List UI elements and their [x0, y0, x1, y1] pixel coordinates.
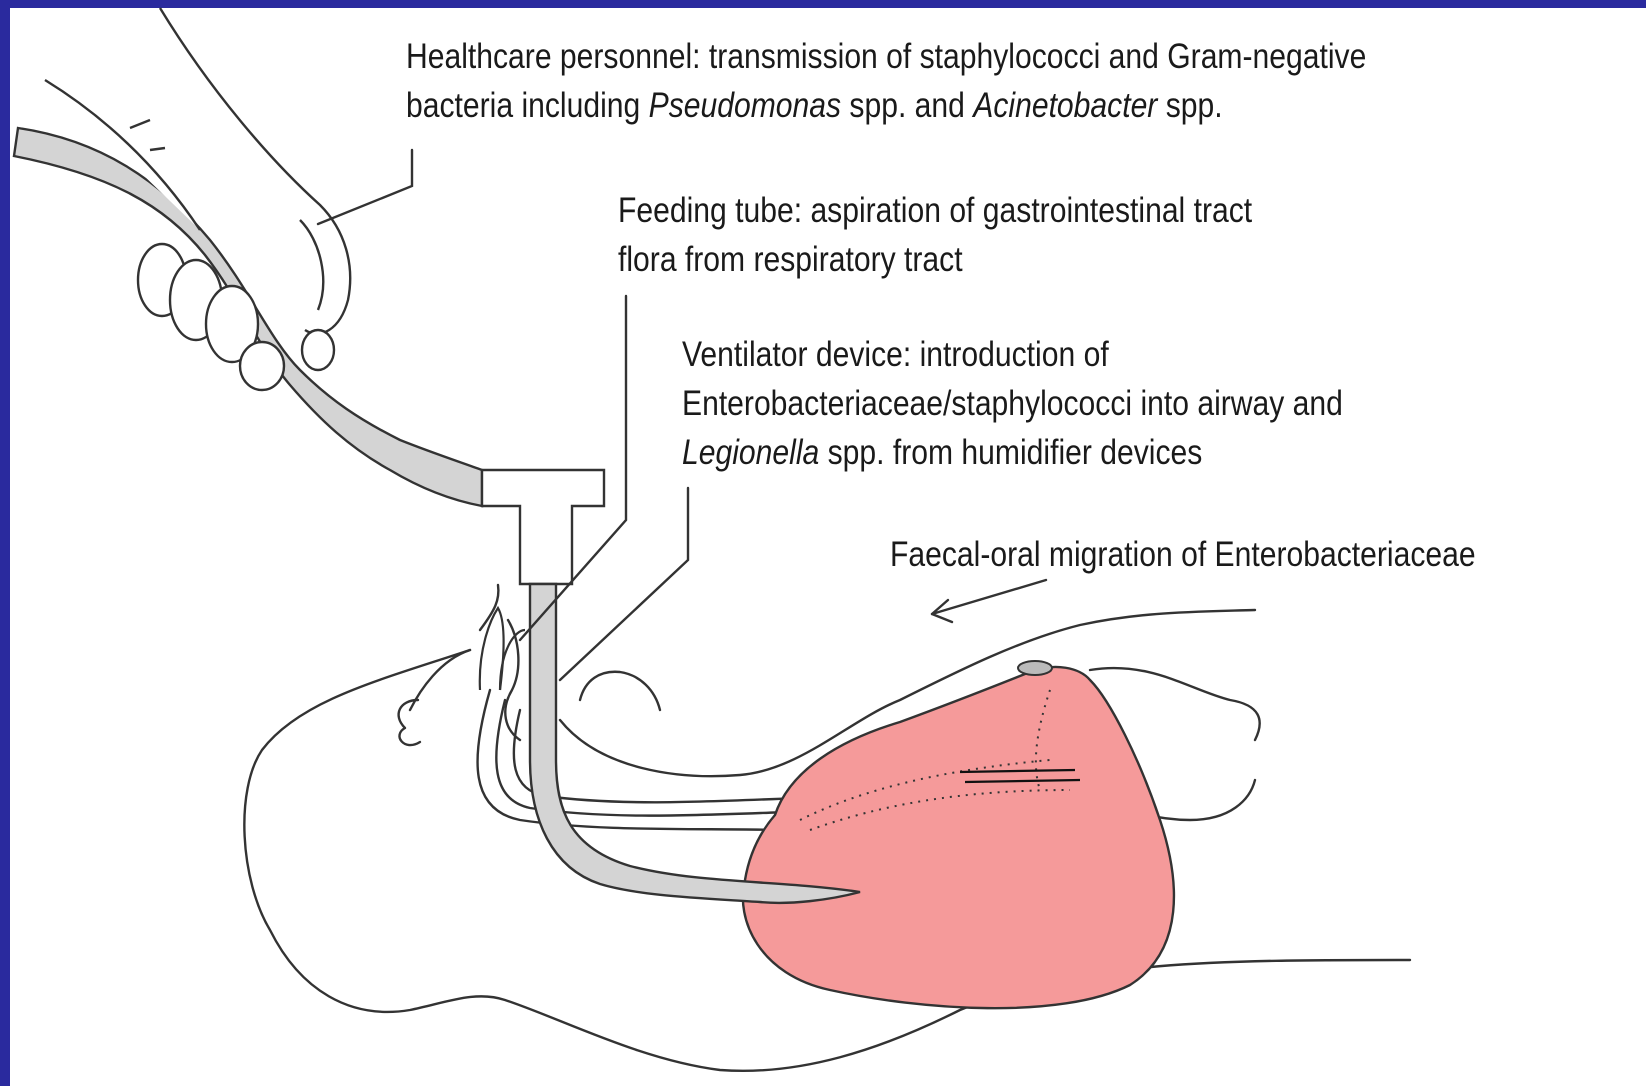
lung — [743, 667, 1174, 1008]
label-feeding-tube: Feeding tube: aspiration of gastrointest… — [618, 186, 1252, 284]
airway-line-1 — [478, 690, 780, 830]
leader-line-personnel — [318, 150, 412, 224]
patient-ear — [399, 700, 420, 745]
leader-line-ventilator — [560, 488, 688, 680]
personnel-hand — [45, 8, 350, 390]
patient-neck — [580, 672, 660, 710]
faecal-oral-arrow — [932, 580, 1046, 614]
lung-apex-nodule — [1018, 661, 1052, 675]
label-healthcare-personnel: Healthcare personnel: transmission of st… — [406, 32, 1366, 130]
label-faecal-oral-migration: Faecal-oral migration of Enterobacteriac… — [890, 530, 1476, 579]
